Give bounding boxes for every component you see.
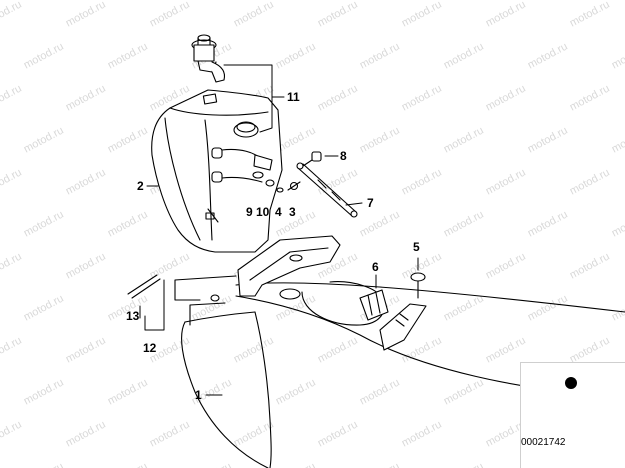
mounting-bracket [237, 235, 341, 300]
callout-10: 10 [256, 205, 270, 219]
callout-5: 5 [413, 240, 420, 254]
leader-lines [139, 64, 419, 396]
callout-4: 4 [275, 205, 282, 219]
part-13-hose [127, 274, 161, 299]
callout-3: 3 [289, 205, 296, 219]
part-7-linkage-rod [296, 162, 358, 218]
callout-13: 13 [126, 309, 140, 323]
part-3-screw [276, 181, 301, 193]
callout-2: 2 [137, 179, 144, 193]
callout-11: 11 [287, 90, 300, 104]
callout-8: 8 [340, 149, 347, 163]
part-2-tank-housing [151, 89, 283, 253]
thumbnail-drawing [565, 377, 577, 389]
part-5-stud-plate [379, 272, 427, 351]
callout-1: 1 [195, 388, 202, 402]
part-6-seal-clip [301, 281, 389, 326]
part-8-bolt [302, 151, 322, 167]
thumbnail-inset [520, 362, 625, 468]
part-9-10-fittings [211, 147, 275, 187]
part-11-filler-cap [191, 34, 226, 83]
callout-7: 7 [367, 196, 374, 210]
diagram-reference-number: 00021742 [521, 437, 566, 448]
callout-12: 12 [143, 341, 157, 355]
callout-9: 9 [246, 205, 253, 219]
callout-6: 6 [372, 260, 379, 274]
